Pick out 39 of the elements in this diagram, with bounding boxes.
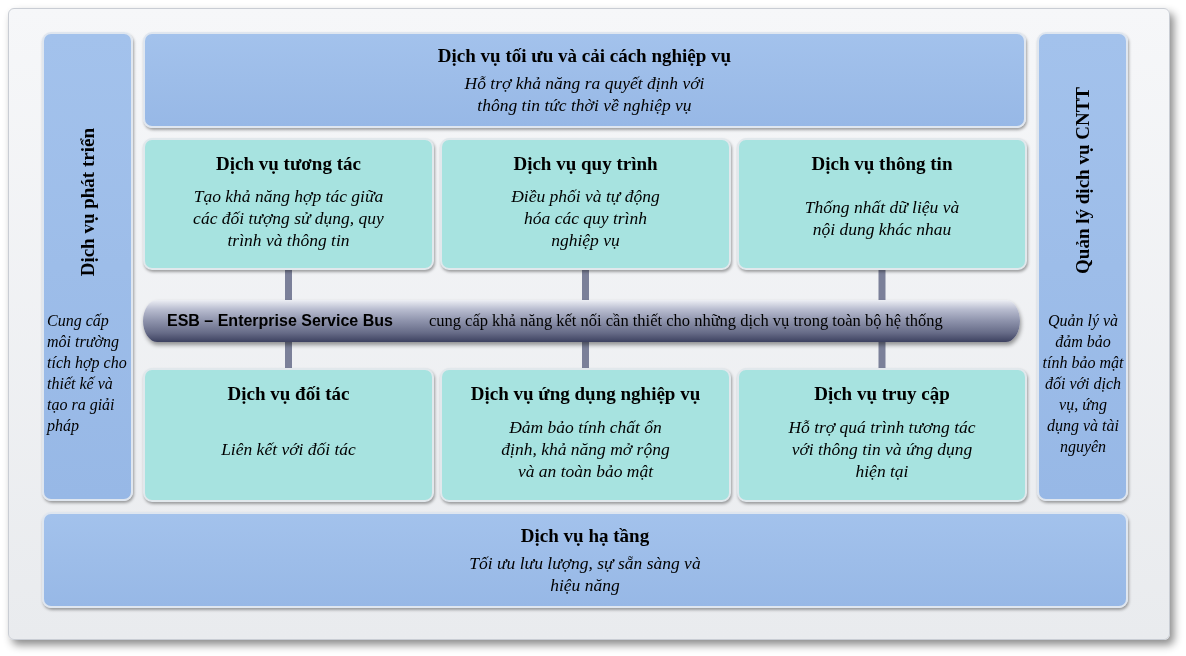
panel-title: Dịch vụ quy trình (513, 152, 658, 176)
panel-title: Dịch vụ phát triển (75, 128, 99, 277)
panel-title: Dịch vụ hạ tầng (520, 524, 650, 548)
service-box (737, 368, 1027, 502)
panel-description: Liên kết với đối tác (221, 438, 356, 460)
service-band (42, 512, 1128, 608)
panel-description: Đảm bảo tính chất ổn định, khả năng mở rộng và an toàn bảo mật (500, 416, 671, 482)
service-box (440, 368, 731, 502)
service-box (440, 138, 731, 270)
service-box (143, 368, 434, 502)
connector-pipe (285, 342, 292, 368)
panel-title: Dịch vụ tối ưu và cải cách nghiệp vụ (437, 44, 732, 68)
bus-title: ESB – Enterprise Service Bus (167, 311, 393, 331)
side-panel (1037, 32, 1128, 501)
panel-title: Dịch vụ truy cập (814, 382, 950, 406)
connector-pipe (878, 270, 886, 300)
connector-pipe (582, 342, 589, 368)
panel-title: Quản lý dịch vụ CNTT (1070, 86, 1094, 274)
panel-description: Hỗ trợ khả năng ra quyết định với thông tin tức thời về nghiệp vụ (463, 72, 706, 116)
panel-description: Tạo khả năng hợp tác giữa các đối tượng sử dụng, quy trình và thông tin (192, 185, 385, 251)
service-box (737, 138, 1027, 270)
panel-description: Điều phối và tự động hóa các quy trình nghiệp vụ (510, 185, 661, 251)
service-band (143, 32, 1026, 128)
service-box (143, 138, 434, 270)
panel-description: Thống nhất dữ liệu và nội dung khác nhau (803, 196, 961, 240)
side-panel (42, 32, 133, 501)
panel-title: Dịch vụ ứng dụng nghiệp vụ (470, 382, 701, 406)
panel-title: Dịch vụ đối tác (227, 382, 350, 406)
service-bus-bar (143, 300, 1020, 342)
connector-pipe (878, 342, 886, 368)
connector-pipe (582, 270, 589, 300)
panel-description: Hỗ trợ quá trình tương tác với thông tin và ứng dụng hiện tại (787, 416, 977, 482)
panel-title: Dịch vụ tương tác (216, 152, 361, 176)
connector-pipe (285, 270, 292, 300)
panel-description: Cung cấp môi trường tích hợp cho thiết kế và tạo ra giải pháp (47, 311, 128, 436)
bus-description: cung cấp khả năng kết nối cần thiết cho những dịch vụ trong toàn bộ hệ thống (428, 310, 943, 332)
panel-description: Tối ưu lưu lượng, sự sẵn sàng và hiệu năng (468, 552, 702, 596)
panel-description: Quản lý và đảm bảo tính bảo mật đối với dịch vụ, ứng dụng và tài nguyên (1042, 311, 1124, 457)
panel-title: Dịch vụ thông tin (811, 152, 953, 176)
